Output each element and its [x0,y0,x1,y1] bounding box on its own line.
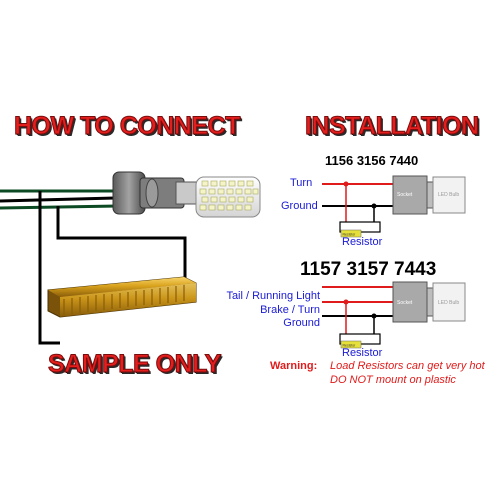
resistor-label: Resistor [342,236,383,248]
how-to-connect-title: HOW TO CONNECT [14,112,241,141]
resistor-label-2: Resistor [342,347,383,359]
diagram-1-models: 1156 3156 7440 [325,153,419,168]
bulb-text-2: LED Bulb [438,300,459,306]
resistor-lead-right [56,206,187,283]
bulb-box-2 [432,282,466,322]
wiring-harness [0,189,187,345]
tail-running-label: Tail / Running Light [226,290,320,302]
resistor-tag-2 [340,340,362,349]
black-wire [0,196,116,203]
ground-label: Ground [281,200,318,212]
brake-turn-label: Brake / Turn [260,304,320,316]
resistor-lead-left [38,191,60,345]
bulb-socket [112,171,199,215]
bulb-text: LED Bulb [438,192,459,198]
warning-title: Warning: [270,360,318,372]
load-resistor [47,276,197,318]
resistor-tag-text-2: Resistor [343,344,357,348]
turn-label: Turn [290,177,313,189]
warning-line-1: Load Resistors can get very hot [330,360,485,372]
installation-title: INSTALLATION [305,112,480,141]
ground-label-2: Ground [283,317,320,329]
warning-line-2: DO NOT mount on plastic [330,374,456,386]
diagram-2-models: 1157 3157 7443 [300,259,437,280]
image-panel [0,95,500,403]
diagram-1 [322,175,466,238]
socket-text-2: Socket [397,300,413,306]
socket-box-2 [392,281,428,323]
bulb-box [432,176,466,214]
socket-text: Socket [397,192,413,198]
resistor-tag [340,229,362,238]
resistor-tag-text: Resistor [343,233,357,237]
socket-box [392,175,428,215]
diagram-2 [322,281,466,349]
led-bulb [195,176,261,218]
sample-only-stamp: SAMPLE ONLY [48,350,222,379]
